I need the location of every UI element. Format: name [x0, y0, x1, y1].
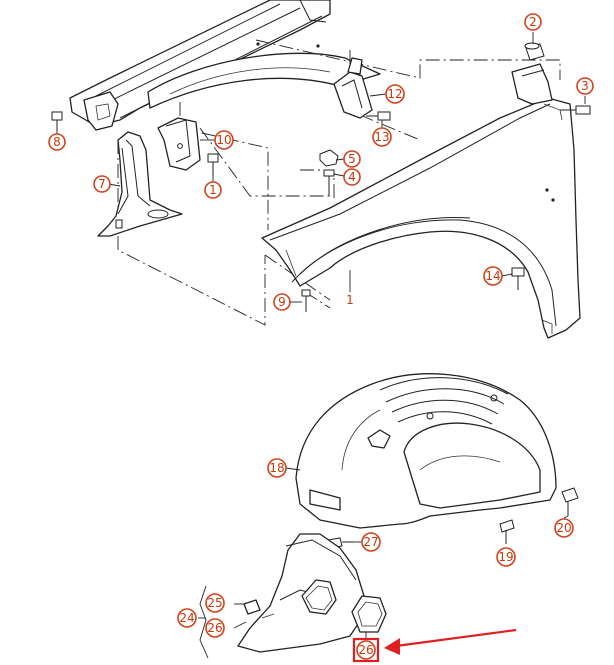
callout-14: 14: [483, 266, 503, 286]
svg-text:7: 7: [98, 177, 106, 191]
callout-20: 20: [554, 518, 574, 538]
svg-text:20: 20: [556, 521, 571, 535]
fastener-13-bolt: [366, 111, 391, 121]
bracket-12: [333, 57, 373, 119]
callout-27: 27: [361, 532, 381, 552]
red-pointer-arrow: [384, 628, 517, 655]
callout-18: 18: [267, 458, 287, 478]
wheel-housing-liner-18: [295, 373, 557, 529]
svg-text:14: 14: [485, 269, 500, 283]
leader-lines: [56, 32, 586, 659]
svg-text:4: 4: [348, 170, 356, 184]
svg-text:25: 25: [207, 596, 222, 610]
fastener-8-bolt: [51, 111, 63, 132]
svg-text:2: 2: [529, 15, 537, 29]
callout-12: 12: [385, 84, 405, 104]
svg-text:26: 26: [207, 621, 222, 635]
callout-25: 25: [205, 593, 225, 613]
callout-4: 4: [343, 168, 361, 186]
callout-10: 10: [214, 130, 234, 150]
svg-text:10: 10: [216, 133, 231, 147]
callout-13: 13: [372, 127, 392, 147]
callout-8: 8: [48, 133, 66, 151]
cover-plate-26: [351, 595, 387, 633]
svg-text:1: 1: [346, 293, 354, 307]
svg-text:13: 13: [374, 130, 389, 144]
svg-text:12: 12: [387, 87, 402, 101]
callout-9: 9: [273, 293, 291, 311]
callout-26-highlighted: 26: [352, 637, 380, 663]
fastener-19-screw: [499, 519, 515, 544]
callout-1: 1: [346, 293, 354, 307]
lower-liner-section: [237, 533, 365, 653]
mounting-bracket-7: [97, 131, 183, 237]
callout-2: 2: [524, 13, 542, 31]
svg-text:27: 27: [363, 535, 378, 549]
svg-text:5: 5: [348, 152, 356, 166]
svg-text:8: 8: [53, 135, 61, 149]
highlight-box: [352, 637, 380, 663]
svg-text:24: 24: [179, 611, 194, 625]
fastener-11-bolt: [207, 153, 219, 176]
svg-text:18: 18: [269, 461, 284, 475]
svg-text:1: 1: [209, 183, 217, 197]
fastener-9-bolt: [301, 289, 311, 312]
fastener-20-clip: [561, 487, 579, 516]
front-frame-structure: [69, 0, 381, 131]
svg-text:26: 26: [358, 643, 373, 657]
fastener-14-bolt: [511, 267, 525, 290]
svg-text:19: 19: [498, 550, 513, 564]
callout-7: 7: [93, 175, 111, 193]
callout-3: 3: [576, 77, 594, 95]
front-fender-1: [261, 63, 581, 339]
callout-19: 19: [496, 547, 516, 567]
callout-1-lower: 1: [204, 181, 222, 199]
callout-24: 24: [177, 608, 197, 628]
callout-26-left: 26: [205, 618, 225, 638]
fastener-3-bolt: [560, 105, 591, 115]
fastener-4-screw: [323, 169, 335, 196]
svg-text:9: 9: [278, 295, 286, 309]
svg-text:3: 3: [581, 79, 589, 93]
callout-5: 5: [343, 150, 361, 168]
bracket-10: [157, 117, 201, 171]
fastener-2-nut: [524, 42, 545, 61]
fastener-5-clip: [319, 149, 339, 167]
